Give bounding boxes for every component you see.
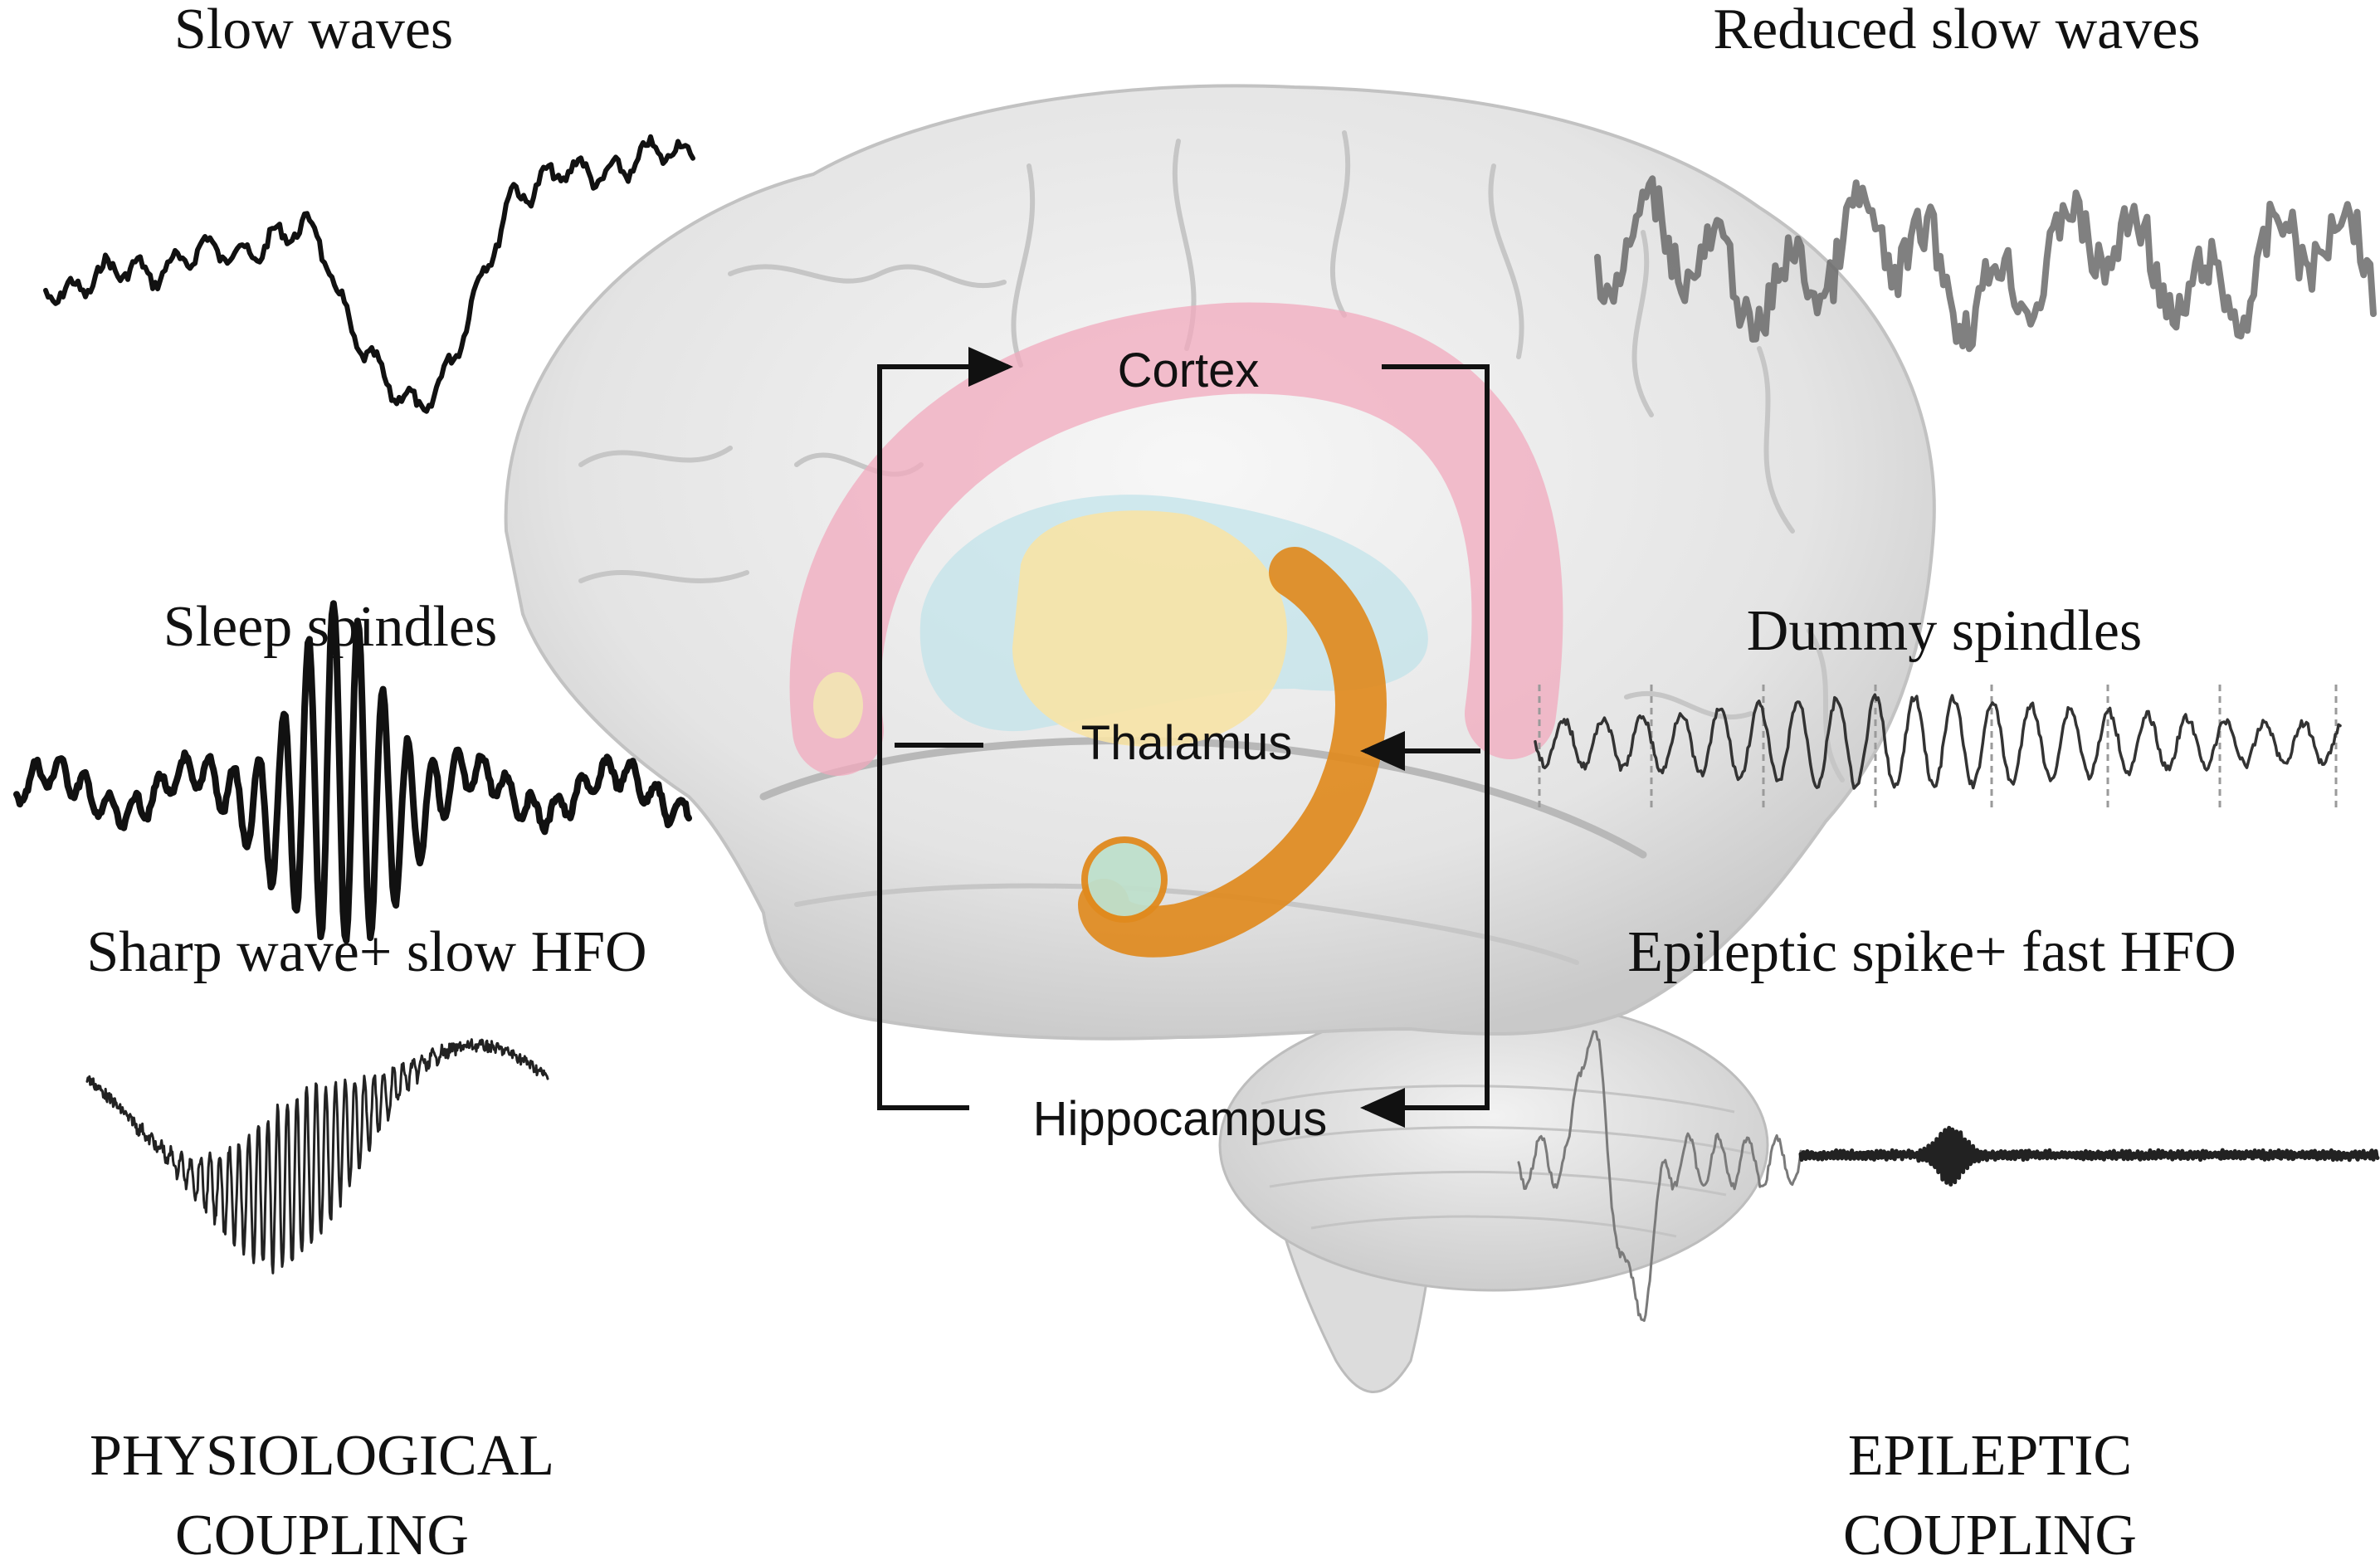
slow-waves-trace [43,134,695,414]
reduced-slow-waves-label: Reduced slow waves [1713,0,2200,61]
dummy-spindles-trace [1534,693,2342,790]
right-bracket [1360,364,1490,1128]
thalamus-region [1012,510,1288,747]
thalamus-label: Thalamus [1081,716,1293,770]
brain-illustration [504,84,1936,1393]
hippocampus-label: Hippocampus [1033,1092,1328,1146]
physiological-footer-line2: COUPLING [175,1504,469,1560]
deep-structures [789,302,1563,958]
dummy-spindles-label: Dummy spindles [1747,599,2142,663]
fast-hfo-trace [1798,1125,2380,1187]
epileptic-footer-line1: EPILEPTIC [1848,1424,2132,1488]
amygdala-region [1081,836,1168,923]
cortex-region [789,302,1563,776]
sleep-spindles-trace [13,600,692,944]
epileptic-footer-line2: COUPLING [1843,1504,2137,1560]
slow-waves-label: Slow waves [174,0,453,61]
dummy-spindles-gridlines [1538,685,2338,809]
cortex-label: Cortex [1118,344,1260,397]
epileptic-spike-label: Epileptic spike+ fast HFO [1627,920,2236,984]
epileptic-spike-trace [1517,1030,1802,1322]
circuit-diagram [877,347,1490,1128]
reduced-slow-waves-trace [1594,175,2377,353]
brain-sulci [578,130,1845,965]
left-bracket [877,347,1013,1110]
physiological-footer-line1: PHYSIOLOGICAL [90,1424,554,1488]
hippocampus-region [1078,547,1387,958]
sharp-wave-hfo-trace [85,1038,549,1275]
cerebellum-folia [1252,1085,1752,1238]
